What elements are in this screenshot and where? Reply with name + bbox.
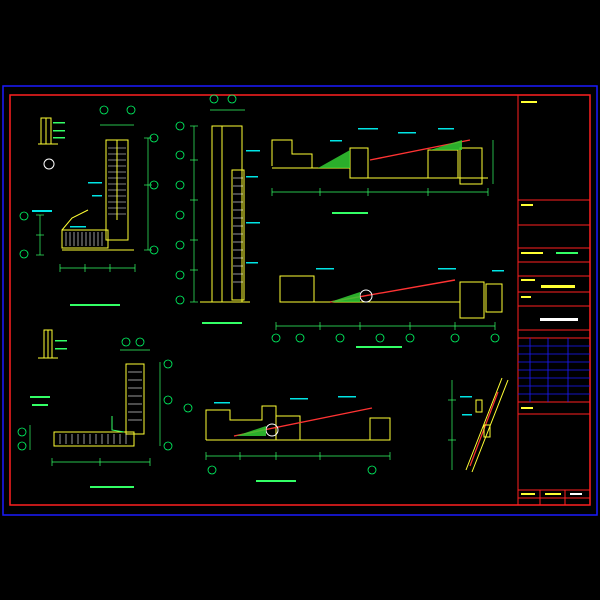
ramp-section-3 [205,405,391,441]
elevation-1-dimensions [190,109,245,303]
inclined-detail-dimensions [448,380,456,470]
ramp-section-3-title-bar [256,480,296,482]
ramp-section-3-dimensions [205,452,391,460]
ramp-section-1 [271,139,488,185]
ramp-section-2-title-bar [356,346,402,348]
plan-1-dimensions [36,124,152,272]
plan-drawing-1 [61,139,134,251]
outer-frame [2,85,598,516]
ramp-section-2-annotations [316,268,504,272]
plan-1-axis-bubbles [19,105,159,259]
parapet-detail-labels [53,122,65,139]
title-block-marks [521,101,582,495]
ramp-section-3-annotations [214,396,356,404]
elevation-drawing-1 [200,125,250,303]
plan-drawing-2 [53,363,145,447]
inclined-detail [465,377,509,473]
elevation-1-title-bar [202,322,242,324]
plan-1-title-bar [70,304,120,306]
ramp-section-2 [279,275,503,319]
ramp-section-2-dimensions [275,322,496,330]
ramp-section-1-dimensions [271,140,494,196]
ramp-section-2-axis-bubbles [271,333,500,343]
inclined-detail-annotations [460,396,472,416]
parapet-detail-bottom-labels [30,340,67,406]
ramp-section-3-axis-bubbles [183,403,377,475]
plan-2-title-bar [90,486,134,488]
plan-2-axis-bubbles [17,337,173,451]
elevation-1-axis-bubbles [175,94,237,305]
ramp-section-1-annotations [330,128,454,142]
parapet-detail-top [38,117,58,145]
ramp-section-1-title-bar [332,212,368,214]
inner-frame [9,94,591,506]
parapet-detail-bottom [38,329,58,359]
plan-1-annotations [32,182,102,228]
section-mark-icon [43,158,55,170]
revision-table [518,338,590,402]
plan-2-dimensions [29,349,161,466]
elevation-1-annotations [246,150,260,264]
